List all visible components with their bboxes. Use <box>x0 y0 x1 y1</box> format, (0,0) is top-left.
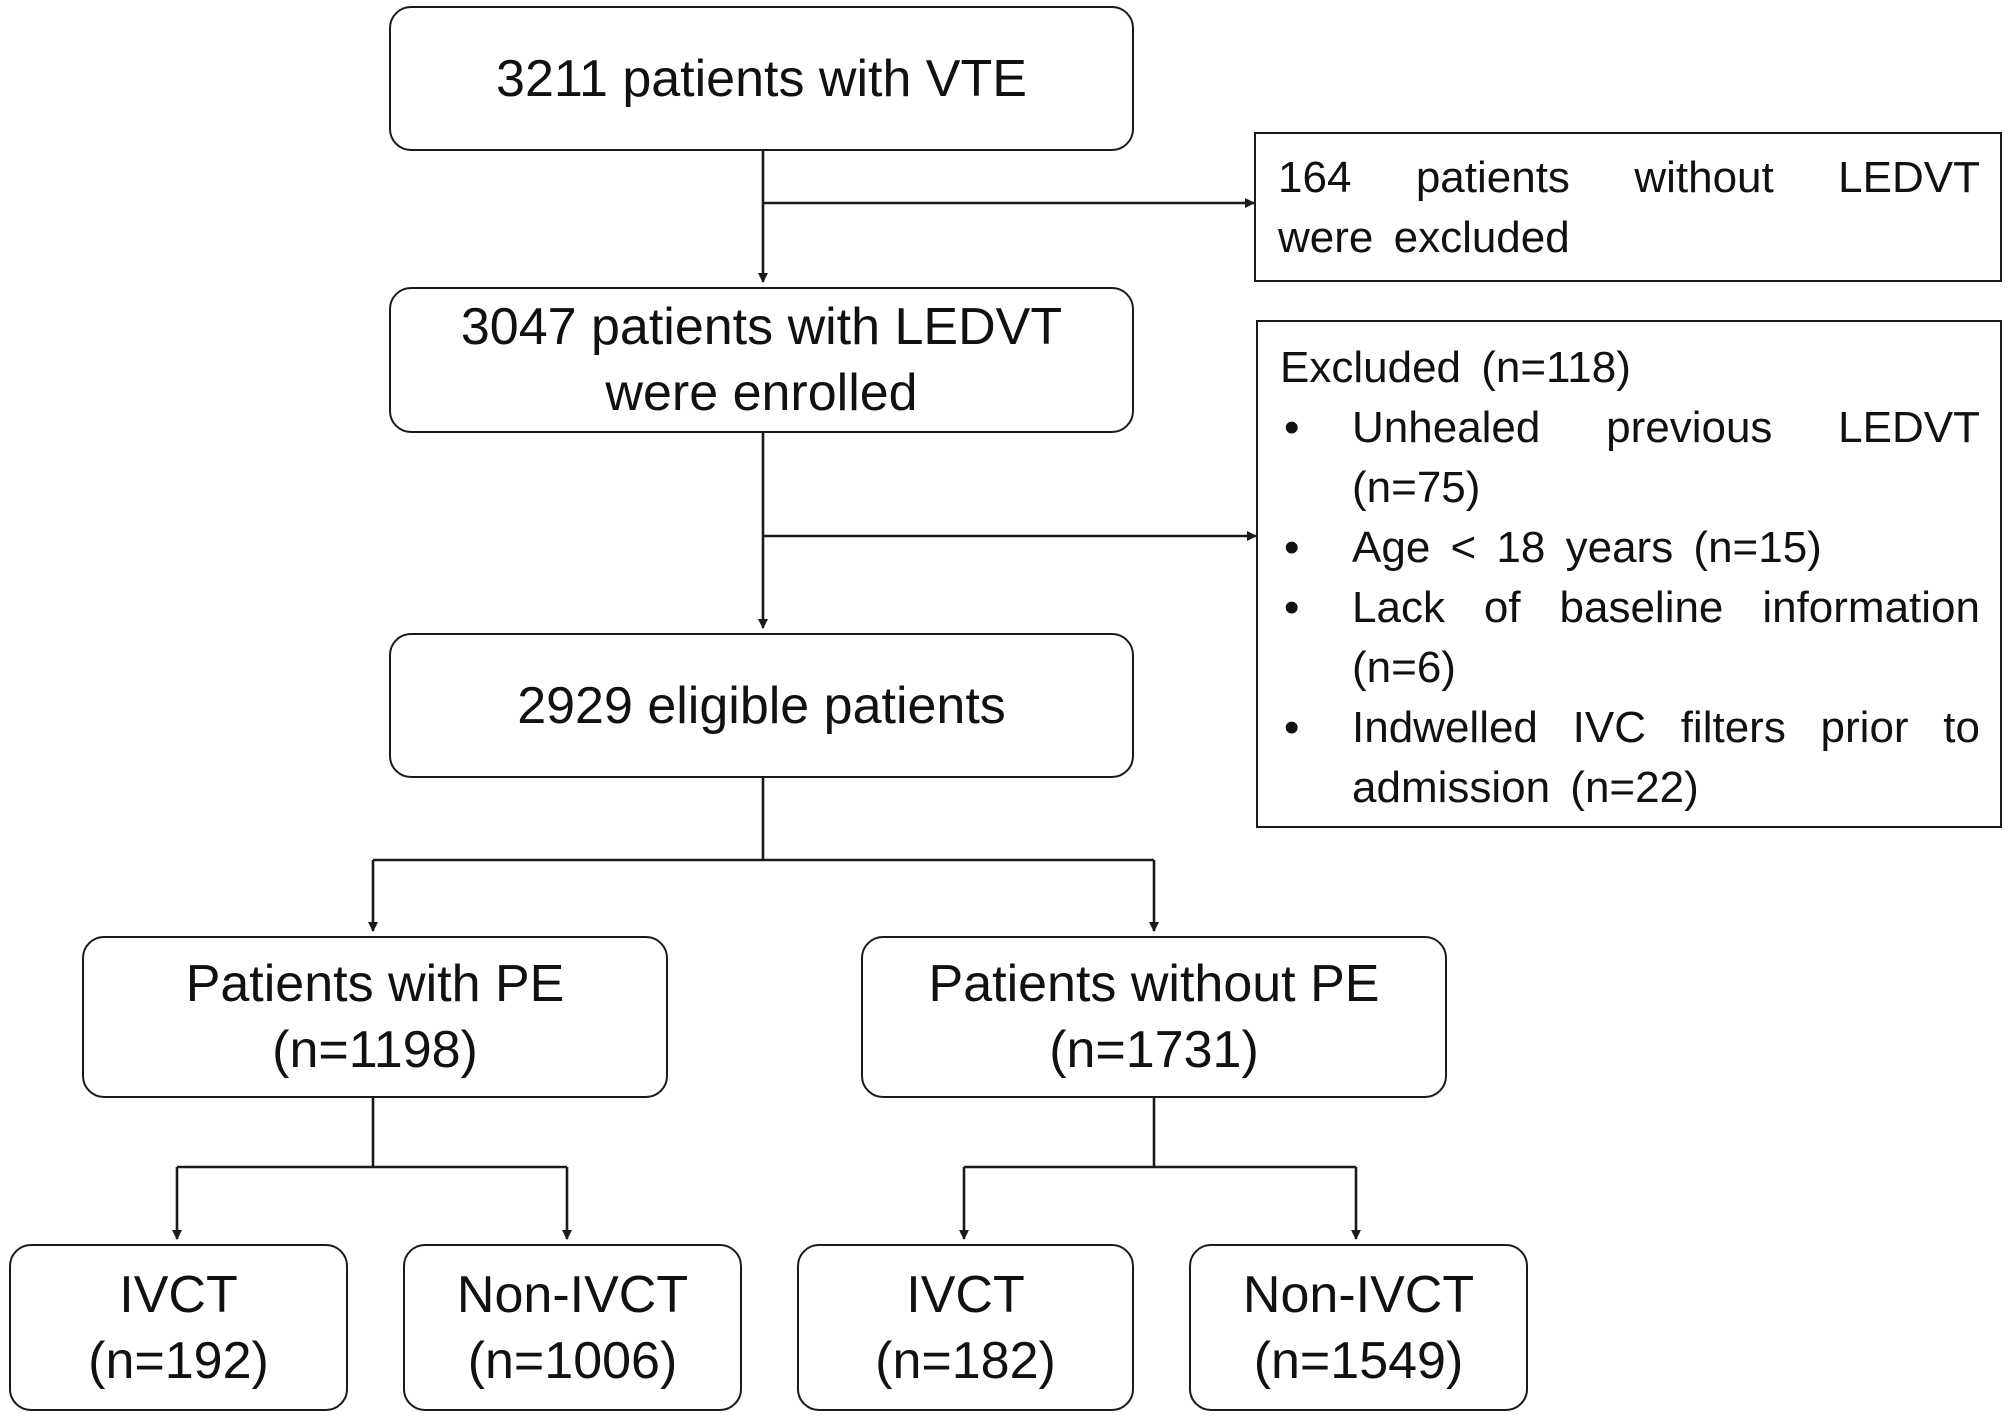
box-pe-non-ivct-line-1: Non-IVCT <box>456 1265 689 1324</box>
excluded-no-ledvt-line-1: 164 patients without LEDVT <box>1278 153 1980 202</box>
bullet-icon: • <box>1284 403 1300 452</box>
bullet-icon: • <box>1284 703 1300 752</box>
box-with-pe-line-2: (n=1198) <box>272 1021 478 1079</box>
box-nope-non-ivct: Non-IVCT (n=1549) <box>1189 1244 1528 1411</box>
excluded-item-unhealed: • Unhealed previous LEDVT (n=75) <box>1280 398 1980 518</box>
box-enrolled: 3047 patients with LEDVT were enrolled <box>389 287 1134 433</box>
bullet-icon: • <box>1284 583 1300 632</box>
box-without-pe-line-1: Patients without PE <box>928 955 1380 1013</box>
box-pe-ivct-line-2: (n=192) <box>88 1331 269 1390</box>
box-vte: 3211 patients with VTE <box>389 6 1134 151</box>
box-with-pe-line-1: Patients with PE <box>185 955 565 1013</box>
box-nope-ivct: IVCT (n=182) <box>797 1244 1134 1411</box>
box-eligible: 2929 eligible patients <box>389 633 1134 778</box>
excluded-item-ivc-filters: • Indwelled IVC filters prior to admissi… <box>1280 698 1980 818</box>
box-enrolled-line-1: 3047 patients with LEDVT <box>460 298 1063 356</box>
bullet-icon: • <box>1284 523 1300 572</box>
box-pe-ivct-line-1: IVCT <box>119 1265 238 1324</box>
excluded-no-ledvt-line-2: were excluded <box>1278 213 1570 262</box>
box-nope-non-ivct-line-2: (n=1549) <box>1253 1331 1464 1390</box>
box-pe-non-ivct-line-2: (n=1006) <box>467 1331 678 1390</box>
excluded-item-baseline-line-1: Lack of baseline information <box>1352 583 1980 632</box>
box-eligible-line-1: 2929 eligible patients <box>517 676 1006 735</box>
excluded-item-age: • Age < 18 years (n=15) <box>1280 518 1980 578</box>
box-nope-ivct-line-2: (n=182) <box>875 1331 1056 1390</box>
box-excluded-criteria: Excluded (n=118) • Unhealed previous LED… <box>1256 320 2002 828</box>
box-without-pe-line-2: (n=1731) <box>1049 1021 1259 1079</box>
excluded-item-ivc-filters-line-2: admission (n=22) <box>1352 763 1699 812</box>
box-vte-line-1: 3211 patients with VTE <box>496 49 1027 108</box>
excluded-criteria-header: Excluded (n=118) <box>1280 343 1631 392</box>
excluded-item-unhealed-line-2: (n=75) <box>1352 463 1481 512</box>
box-without-pe: Patients without PE (n=1731) <box>861 936 1447 1098</box>
excluded-item-ivc-filters-line-1: Indwelled IVC filters prior to <box>1352 703 1980 752</box>
box-nope-non-ivct-line-1: Non-IVCT <box>1242 1265 1475 1324</box>
excluded-item-age-line-1: Age < 18 years (n=15) <box>1352 523 1822 572</box>
box-excluded-no-ledvt: 164 patients without LEDVT were excluded <box>1254 132 2002 282</box>
excluded-item-baseline-line-2: (n=6) <box>1352 643 1456 692</box>
box-nope-ivct-line-1: IVCT <box>906 1265 1025 1324</box>
excluded-item-baseline: • Lack of baseline information (n=6) <box>1280 578 1980 698</box>
box-enrolled-line-2: were enrolled <box>605 364 918 422</box>
box-pe-ivct: IVCT (n=192) <box>9 1244 348 1411</box>
excluded-item-unhealed-line-1: Unhealed previous LEDVT <box>1352 403 1980 452</box>
box-pe-non-ivct: Non-IVCT (n=1006) <box>403 1244 742 1411</box>
box-with-pe: Patients with PE (n=1198) <box>82 936 668 1098</box>
